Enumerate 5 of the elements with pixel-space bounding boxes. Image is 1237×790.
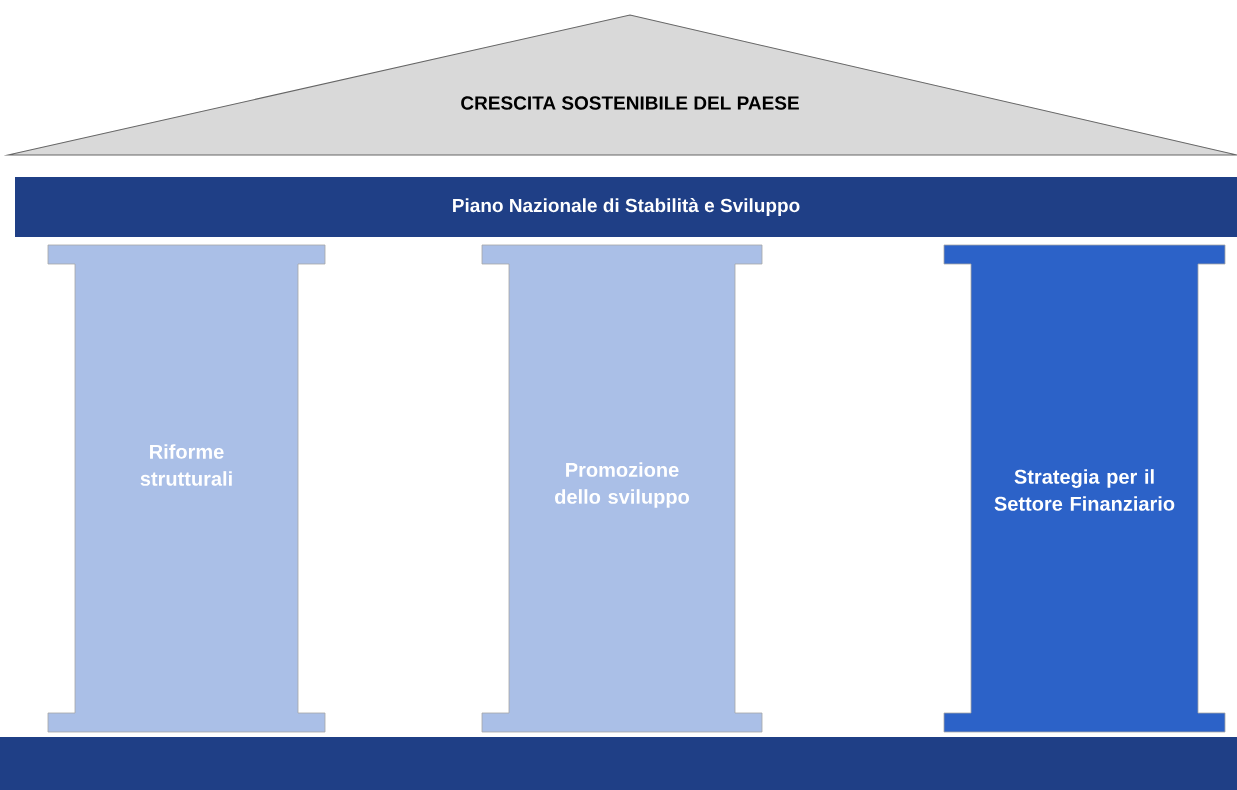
pillar: Strategia per il Settore Finanziario	[943, 244, 1226, 733]
base-band	[0, 737, 1237, 790]
pillar: Riforme strutturali	[47, 244, 326, 733]
pillar: Promozione dello sviluppo	[481, 244, 763, 733]
beam-band: Piano Nazionale di Stabilità e Sviluppo	[15, 177, 1237, 237]
